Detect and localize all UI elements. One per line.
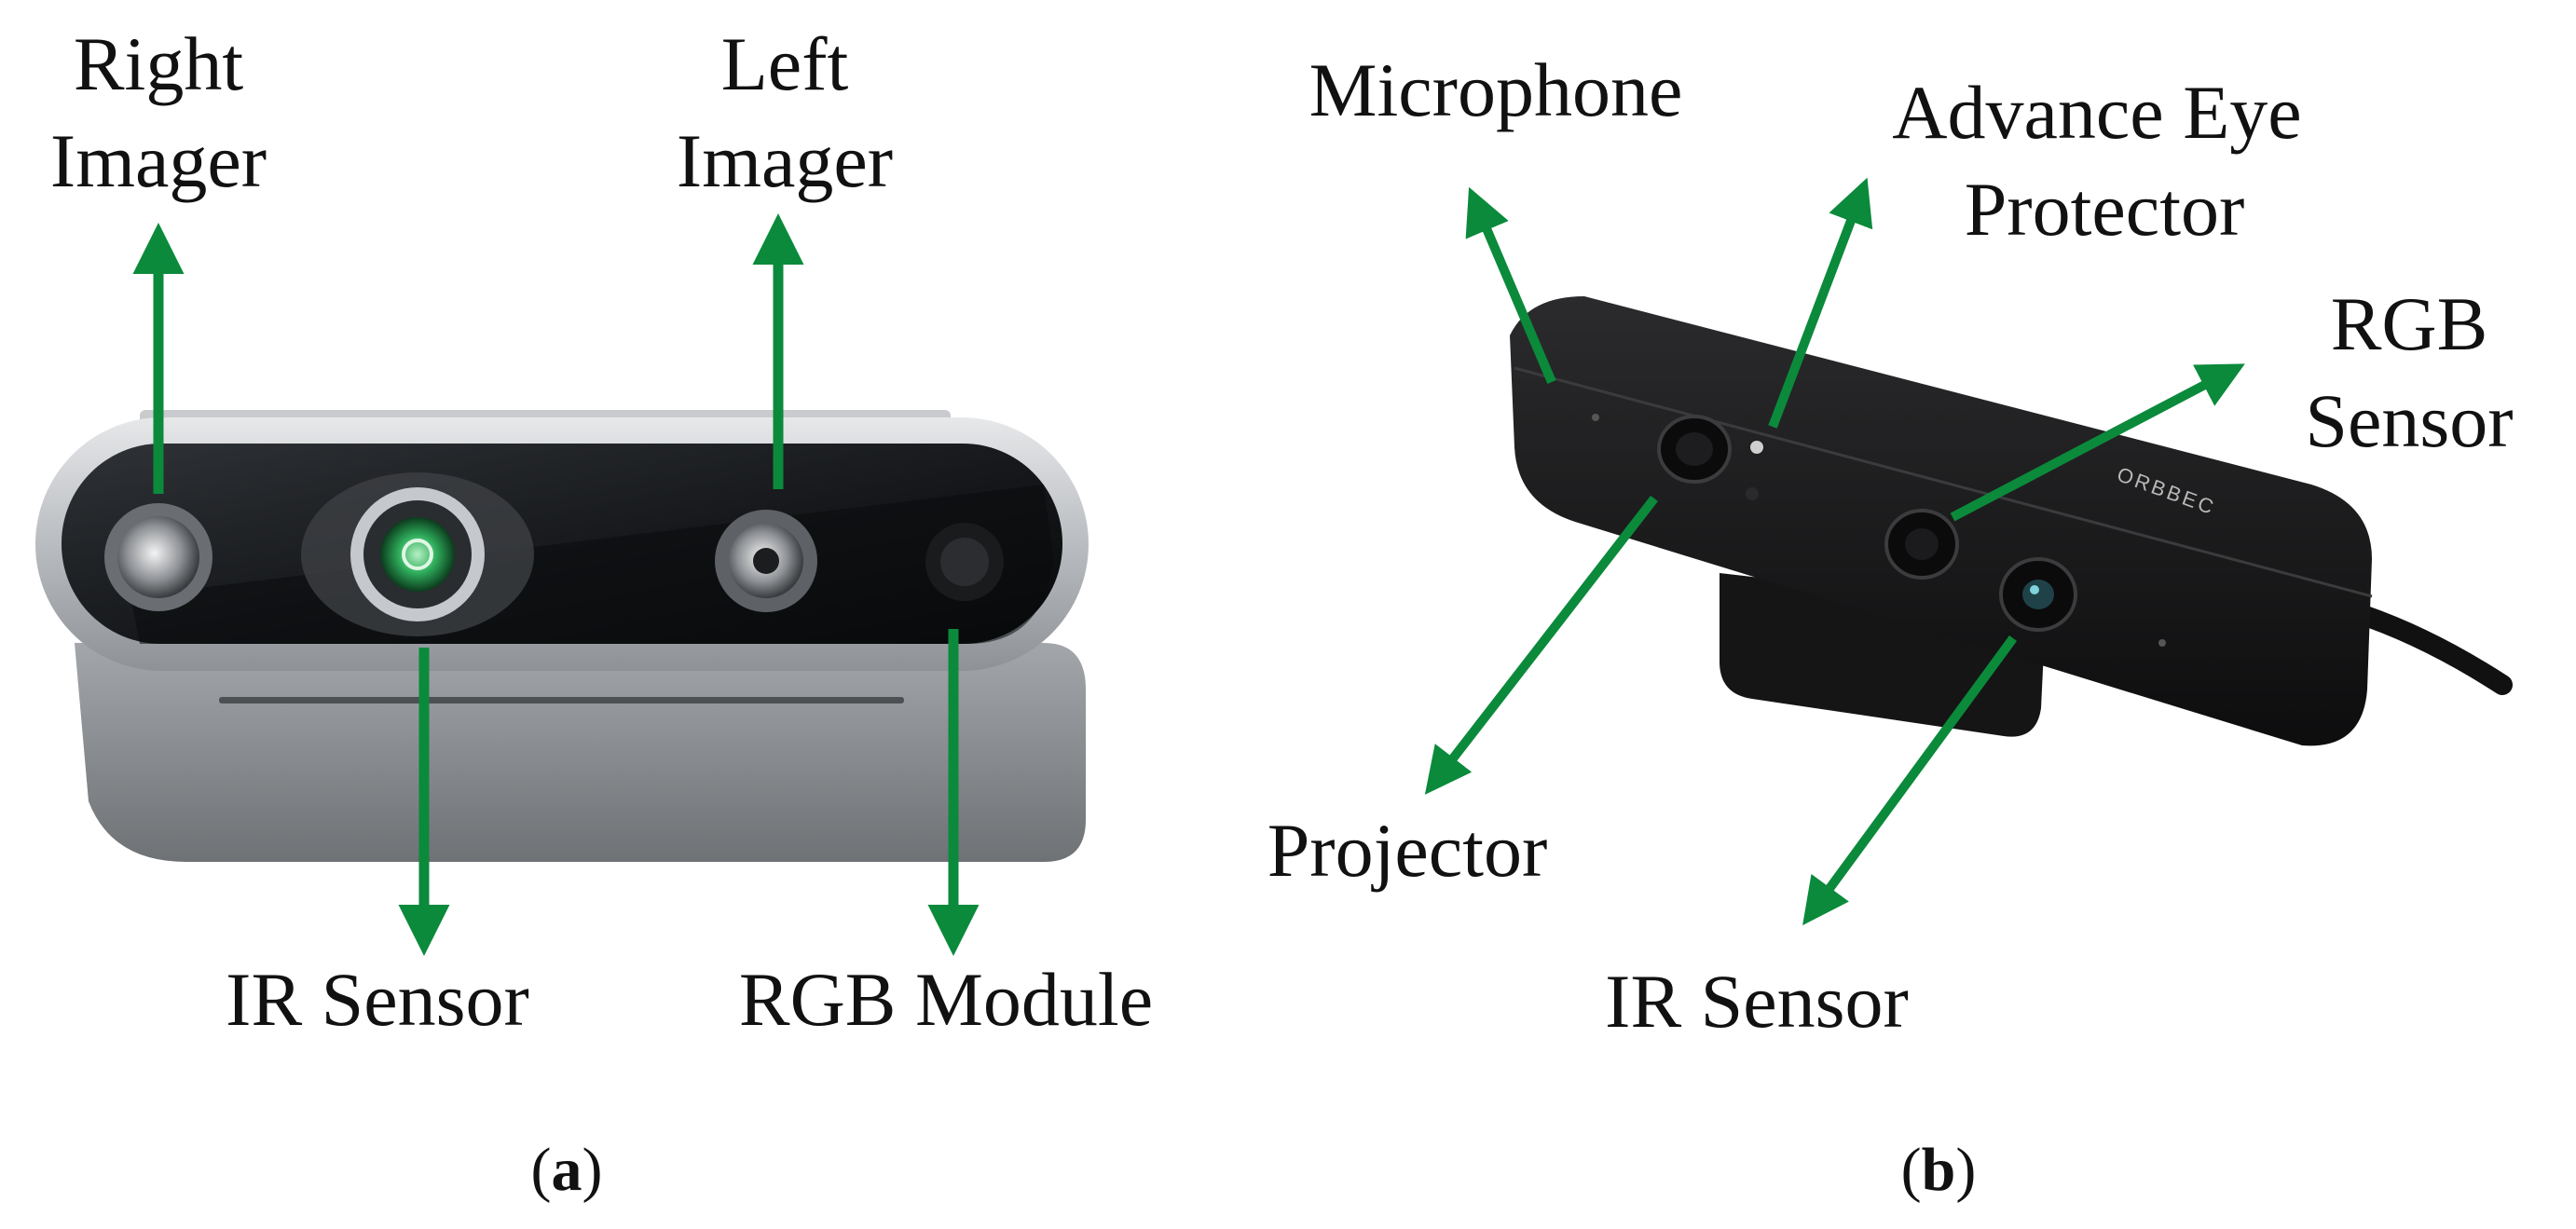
- panel-a-arrows: [132, 213, 980, 956]
- label-left-imager-line2: Imager: [677, 118, 893, 203]
- label-advance-eye-line2: Protector: [1965, 167, 2245, 252]
- ir-sensor-b-lens: [1999, 557, 2077, 632]
- eye-protector-sensor: [1746, 441, 1763, 500]
- label-rgb-sensor-line2: Sensor: [2305, 378, 2513, 463]
- microphone-hole: [1592, 414, 1599, 421]
- label-ir-sensor-b: IR Sensor: [1605, 959, 1909, 1044]
- label-right-imager-line1: Right: [74, 21, 243, 106]
- label-left-imager-line1: Left: [721, 21, 849, 106]
- microphone-hole-right: [2158, 639, 2166, 647]
- caption-a: (a): [531, 1136, 603, 1204]
- panel-b-arrows: [1424, 177, 2245, 926]
- caption-b: (b): [1901, 1136, 1977, 1204]
- rgb-module-lens: [925, 523, 1004, 601]
- arrow-ir-sensor-b: [1802, 635, 2018, 926]
- label-ir-sensor-a: IR Sensor: [226, 957, 529, 1042]
- label-projector: Projector: [1267, 808, 1548, 893]
- realsense-camera-image: [35, 410, 1089, 862]
- arrow-advance-eye-protector: [1768, 177, 1873, 429]
- orbbec-camera-image: ORBBEC: [1510, 296, 2513, 746]
- panel-a: Right Imager Left Imager IR Sensor RGB M…: [35, 21, 1153, 1204]
- arrow-projector: [1424, 495, 1658, 795]
- label-rgb-module: RGB Module: [739, 957, 1153, 1042]
- arrow-microphone: [1465, 186, 1556, 384]
- projector-lens: [1657, 415, 1732, 484]
- right-imager-lens: [104, 503, 212, 611]
- ir-sensor-lens: [301, 472, 534, 636]
- label-right-imager-line2: Imager: [50, 118, 267, 203]
- panel-b: ORBBEC Microphone Advance Eye Protector …: [1267, 48, 2514, 1204]
- rgb-sensor-lens: [1884, 509, 1959, 580]
- label-rgb-sensor-line1: RGB: [2331, 281, 2488, 366]
- arrow-rgb-sensor: [1950, 363, 2245, 522]
- label-microphone: Microphone: [1309, 48, 1683, 132]
- left-imager-lens: [715, 510, 817, 612]
- label-advance-eye-line1: Advance Eye: [1892, 70, 2301, 155]
